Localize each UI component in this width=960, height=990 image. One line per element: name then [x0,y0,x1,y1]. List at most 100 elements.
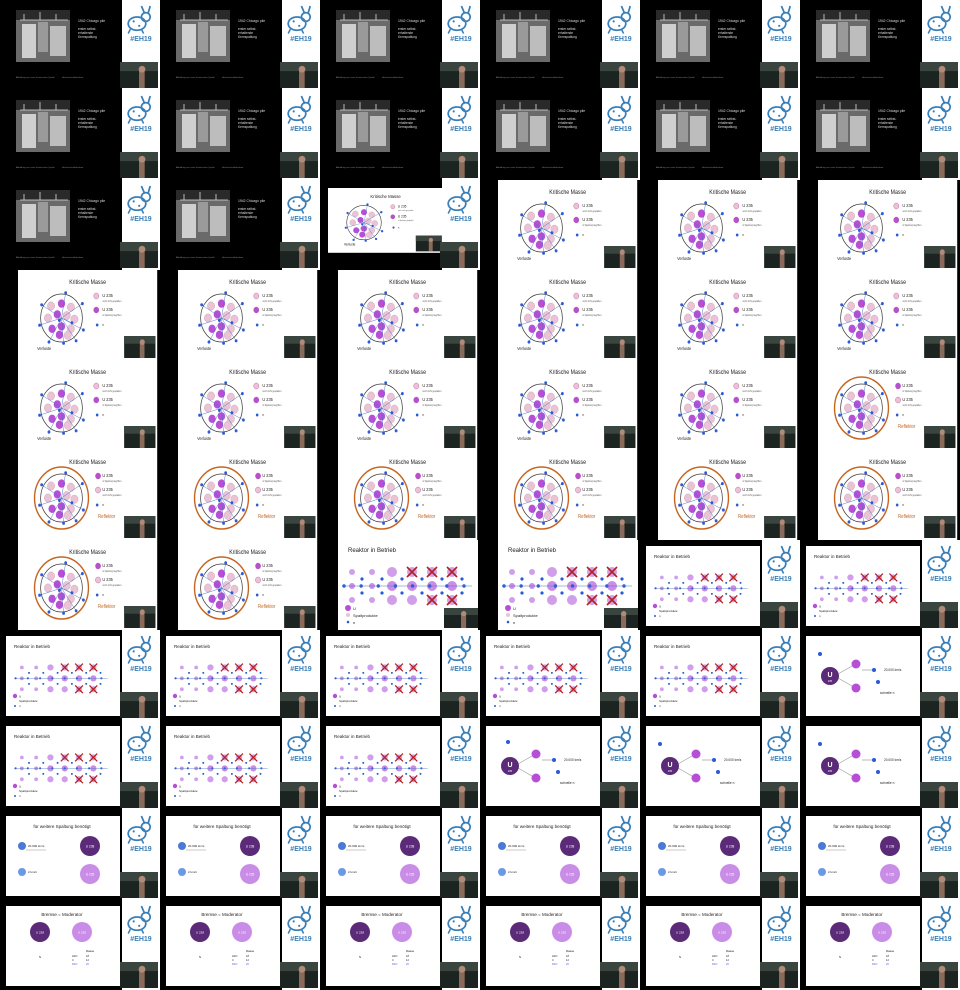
neutron [882,328,885,332]
uranium-mass: 235 [828,770,833,773]
legend-purple-icon [95,486,101,494]
caption-title: 1942 Chicago pile [78,19,105,23]
chain-nucleus [34,777,39,782]
neutron-fast-icon [338,842,346,850]
caption-line: erster selbst- [878,117,896,121]
hashtag-label: #EH19 [930,846,952,853]
legend-pink-icon [415,472,421,480]
neutron [542,431,545,435]
legend-purple-icon [733,396,740,404]
neutron [230,772,233,775]
speaker-video-icon [924,336,956,358]
neutron [347,761,350,764]
legend-pink-icon [573,202,580,210]
speaker-video-icon [600,62,638,88]
speaker-video-icon [764,246,796,268]
legend-u235-a: U 235 [102,293,113,298]
neutron [200,303,204,307]
rabbit-logo-icon [767,725,792,754]
neutron [899,581,902,584]
legend-n: n [582,323,584,327]
u235-nucleus [872,922,892,942]
neutron [696,671,699,674]
legend-n-icon [494,705,496,707]
chain-nucleus [381,686,388,693]
neutron [858,498,861,502]
slow-speed-label: 2 km/s [28,870,37,874]
reflektor-label: Reflektor [258,514,276,519]
cross-mark-icon [874,594,884,604]
neutron [579,671,582,674]
legend-n: n [102,413,104,417]
speed-label: 20.000 km/s [884,758,902,762]
neutron [460,577,464,581]
